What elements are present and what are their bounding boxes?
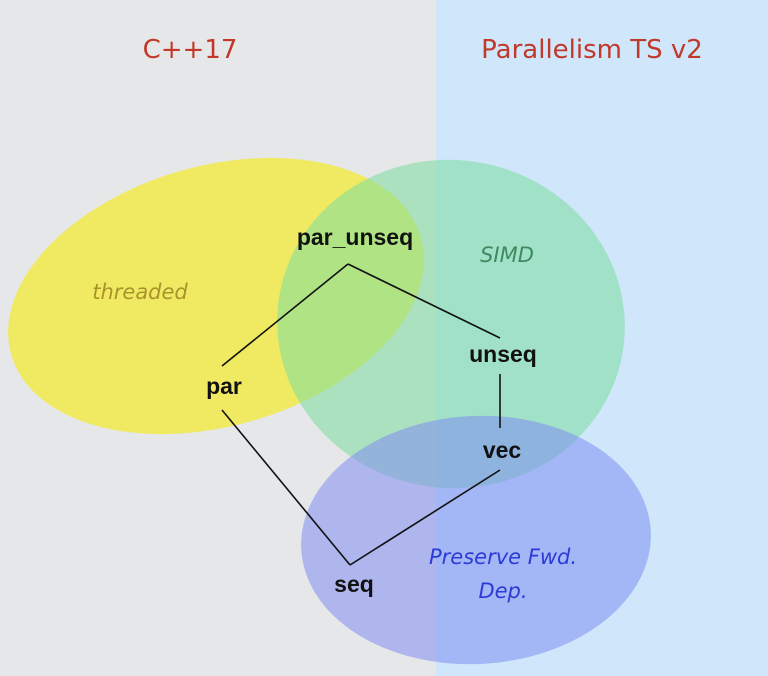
- parallelism-ts-title: Parallelism TS v2: [481, 35, 703, 65]
- cpp17-title: C++17: [143, 35, 238, 65]
- node-seq: seq: [334, 571, 374, 597]
- node-par_unseq: par_unseq: [297, 224, 413, 250]
- node-unseq: unseq: [469, 341, 537, 367]
- edge-par_unseq-par: [221, 263, 349, 367]
- lattice-edges: [221, 263, 501, 566]
- preserve-fwd-dep-label-line2: Dep.: [478, 579, 527, 603]
- edge-par_unseq-unseq: [347, 263, 501, 339]
- node-par: par: [206, 373, 242, 399]
- node-vec: vec: [483, 437, 522, 463]
- simd-set: [277, 159, 625, 489]
- preserve-fwd-dep-set: [301, 415, 651, 665]
- threaded-label: threaded: [92, 280, 188, 304]
- edge-vec-seq: [349, 469, 501, 566]
- edge-par-seq: [221, 409, 351, 566]
- simd-label: SIMD: [480, 243, 534, 267]
- preserve-fwd-dep-label: Preserve Fwd.: [429, 545, 577, 569]
